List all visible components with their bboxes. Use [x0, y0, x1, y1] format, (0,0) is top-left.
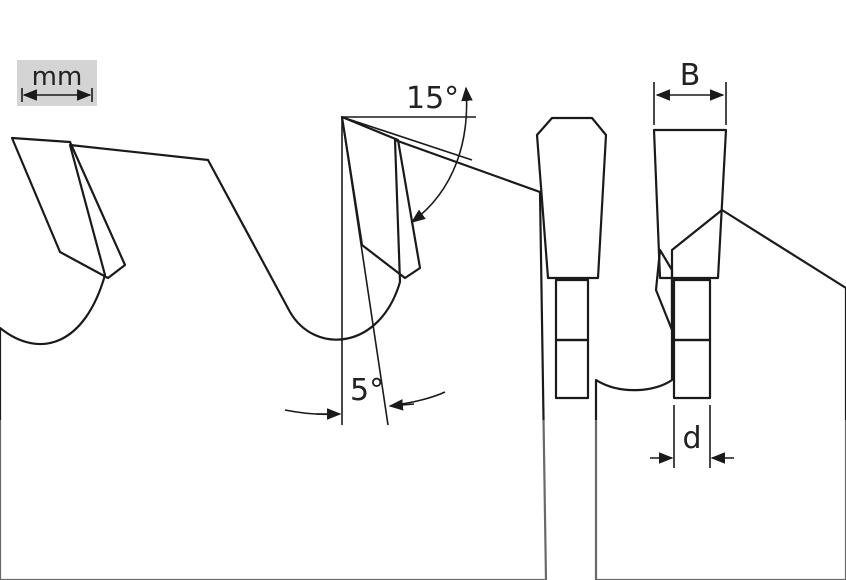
kerf-width-label: B: [680, 58, 701, 93]
hook-angle-label: 15°: [406, 81, 459, 116]
left-tooth-tip: [10, 136, 127, 280]
unit-badge: mm: [17, 60, 97, 106]
plate-thickness-dimension: [650, 405, 734, 468]
clearance-angle-label: 5°: [350, 373, 384, 408]
blade-body-right: [594, 208, 846, 580]
hook-angle-construction: [284, 86, 476, 426]
tooth-side-profile: [535, 116, 608, 400]
tooth-front-profile: [652, 128, 728, 400]
plate-thickness-label: d: [682, 421, 701, 456]
blade-body: [0, 138, 548, 580]
unit-badge-label: mm: [32, 62, 83, 92]
blade-fade: [0, 420, 846, 580]
kerf-width-dimension: [653, 82, 727, 125]
